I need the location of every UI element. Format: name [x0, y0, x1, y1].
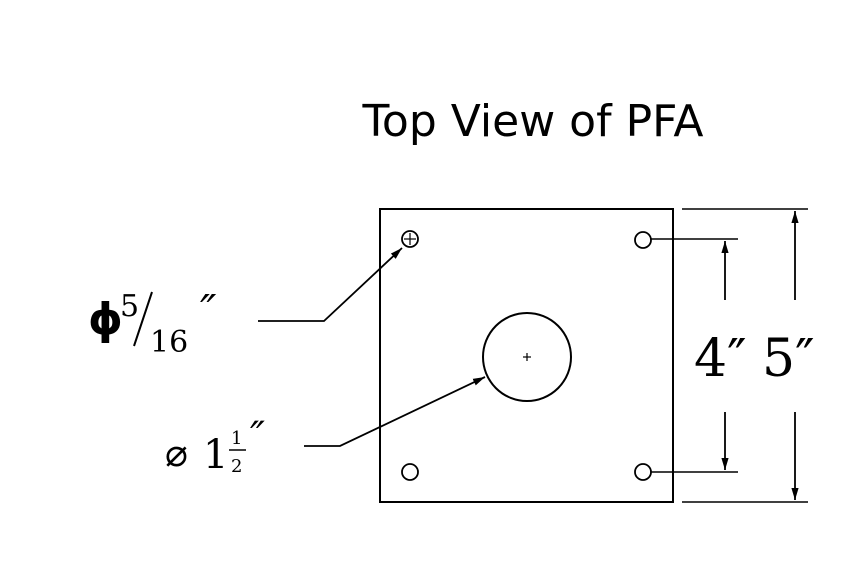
fraction-slash	[133, 291, 153, 347]
fraction-denominator: 2	[231, 456, 242, 477]
diameter-symbol-icon: ϕ	[88, 294, 123, 345]
dimension-outer	[682, 208, 808, 503]
dimension-inner-label: 4″	[694, 329, 747, 389]
dimension-inner	[651, 238, 738, 473]
bolt-hole-top-right	[634, 231, 652, 249]
plate-outline	[379, 208, 674, 503]
inch-mark: ″	[250, 414, 265, 460]
fraction-denominator: 16	[150, 325, 188, 360]
center-hole	[482, 312, 572, 402]
leader-small-hole	[258, 247, 403, 322]
fraction-numerator: 5	[120, 289, 139, 324]
inch-mark: ″	[200, 286, 217, 337]
diameter-symbol-icon: ⌀	[165, 431, 188, 475]
bolt-hole-bottom-right	[634, 463, 652, 481]
whole-number: 1	[203, 432, 228, 478]
fraction-numerator: 1	[231, 428, 242, 449]
small-hole-diameter-label: ϕ 5 16 ″	[88, 286, 217, 360]
leader-center-hole	[304, 376, 486, 447]
bolt-hole-top-left	[401, 230, 419, 248]
bolt-hole-bottom-left	[401, 463, 419, 481]
large-hole-diameter-label: ⌀ 1 1 2 ″	[165, 414, 265, 478]
drawing-title: Top View of PFA	[362, 96, 704, 147]
dimension-outer-label: 5″	[762, 329, 815, 389]
